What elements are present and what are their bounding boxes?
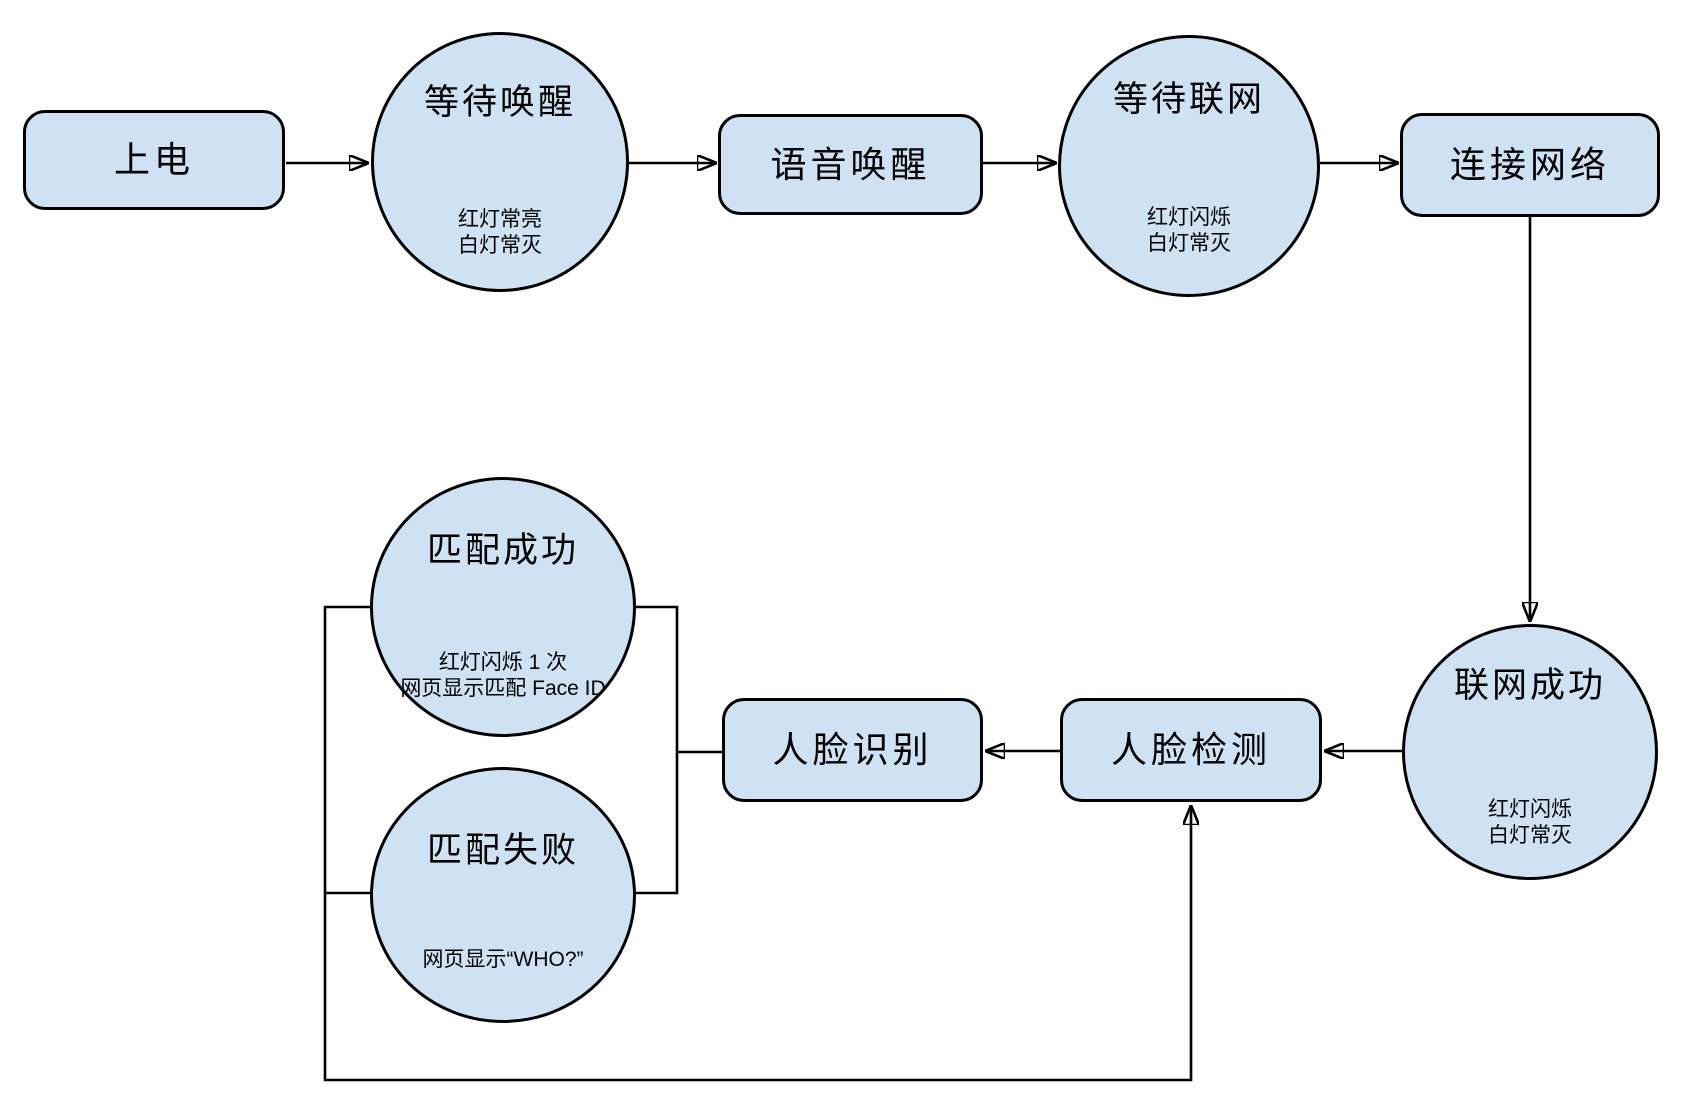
node-connect-network-label: 连接网络	[1449, 144, 1610, 185]
node-wait-wake: 等待唤醒 红灯常亮 白灯常灭	[371, 32, 629, 292]
node-wait-network-details: 红灯闪烁 白灯常灭	[1061, 205, 1317, 257]
node-match-success-title: 匹配成功	[426, 531, 579, 570]
node-face-detect-label: 人脸检测	[1110, 729, 1271, 770]
detail-line: 网页显示“WHO?”	[422, 948, 584, 971]
node-voice-wake-label: 语音唤醒	[770, 143, 931, 185]
node-wait-wake-details: 红灯常亮 白灯常灭	[374, 207, 626, 259]
detail-line: 白灯常灭	[458, 234, 542, 257]
node-voice-wake: 语音唤醒	[718, 114, 983, 215]
edge-bracket-face-recognize-branches	[636, 605, 679, 895]
detail-line: 红灯闪烁	[1147, 206, 1231, 229]
detail-line: 白灯常灭	[1147, 232, 1231, 255]
node-network-success-details: 红灯闪烁 白灯常灭	[1405, 797, 1655, 849]
node-match-success: 匹配成功 红灯闪烁 1 次 网页显示匹配 Face ID	[370, 477, 636, 737]
node-power-on-label: 上电	[113, 139, 194, 180]
detail-line: 红灯常亮	[458, 208, 542, 231]
node-wait-network-title: 等待联网	[1112, 80, 1265, 119]
node-match-fail: 匹配失败 网页显示“WHO?”	[370, 767, 636, 1023]
detail-line: 网页显示匹配 Face ID	[400, 677, 606, 700]
detail-line: 红灯闪烁 1 次	[438, 651, 568, 674]
node-wait-network: 等待联网 红灯闪烁 白灯常灭	[1058, 35, 1320, 297]
node-match-fail-title: 匹配失败	[426, 831, 579, 870]
edge-match-loop-to-face-detect	[323, 605, 1191, 1082]
node-wait-wake-title: 等待唤醒	[423, 83, 576, 122]
node-face-detect: 人脸检测	[1060, 698, 1322, 802]
detail-line: 红灯闪烁	[1488, 798, 1572, 821]
detail-line: 白灯常灭	[1488, 824, 1572, 847]
node-face-recognize: 人脸识别	[722, 698, 983, 802]
node-match-fail-details: 网页显示“WHO?”	[373, 947, 633, 973]
node-face-recognize-label: 人脸识别	[772, 729, 933, 770]
node-connect-network: 连接网络	[1400, 113, 1660, 217]
node-network-success-title: 联网成功	[1453, 666, 1606, 705]
node-power-on: 上电	[23, 110, 285, 210]
node-match-success-details: 红灯闪烁 1 次 网页显示匹配 Face ID	[373, 650, 633, 702]
node-network-success: 联网成功 红灯闪烁 白灯常灭	[1402, 624, 1658, 880]
